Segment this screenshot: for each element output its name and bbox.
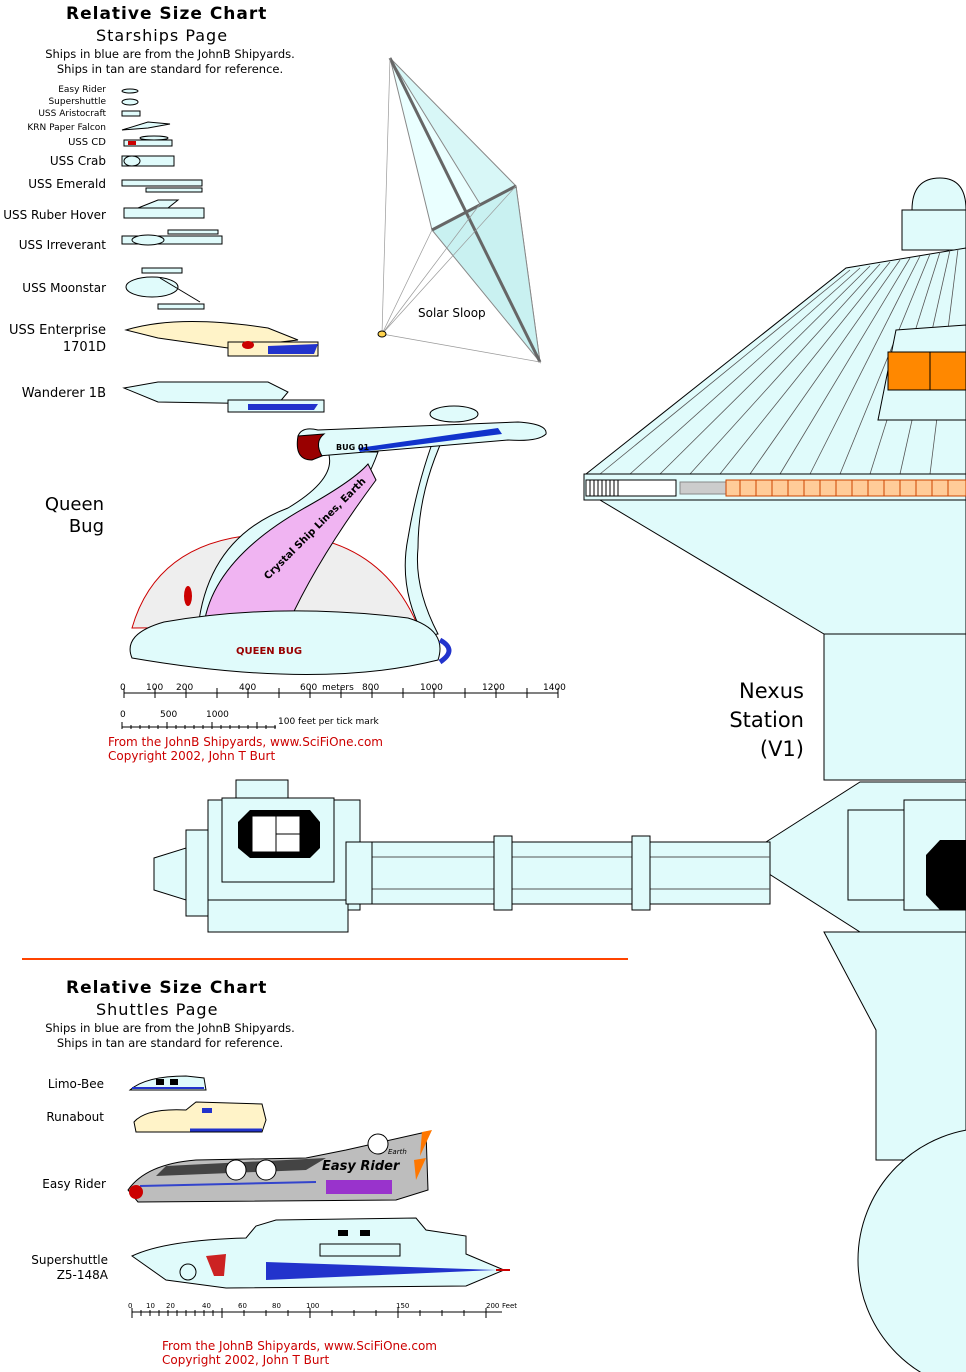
shuttle-silhouettes: Easy Rider Earth bbox=[127, 1075, 510, 1289]
supershuttle-ship bbox=[121, 98, 139, 106]
meter-tick: 200 bbox=[176, 683, 194, 693]
uss-emerald-ship bbox=[121, 179, 203, 187]
starships-subtitle: Starships Page bbox=[96, 26, 229, 45]
feet-note: 100 feet per tick mark bbox=[278, 717, 379, 727]
feet-tick: 0 bbox=[120, 710, 126, 720]
ship-label: USS Moonstar bbox=[22, 281, 106, 295]
nexus-label-line3: (V1) bbox=[759, 737, 804, 761]
queen-bug-label: Queen Bug bbox=[30, 494, 104, 538]
meters-unit: meters bbox=[322, 683, 354, 693]
shuttle-tick: 100 bbox=[306, 1302, 320, 1310]
solar-sloop-drawing bbox=[377, 57, 542, 364]
shuttle-tick: 40 bbox=[202, 1302, 211, 1310]
starships-credit-2: Copyright 2002, John T Burt bbox=[108, 749, 276, 763]
runabout-ship bbox=[133, 1101, 267, 1133]
ship-label: 1701D bbox=[62, 340, 106, 355]
starships-credit-1: From the JohnB Shipyards, www.SciFiOne.c… bbox=[108, 735, 383, 749]
section-divider bbox=[22, 958, 628, 960]
starships-note-tan: Ships in tan are standard for reference. bbox=[56, 62, 284, 76]
shuttles-title: Relative Size Chart bbox=[66, 978, 268, 998]
starship-silhouettes bbox=[121, 88, 325, 413]
shuttle-tick: 0 bbox=[128, 1302, 133, 1310]
shuttles-credit-1: From the JohnB Shipyards, www.SciFiOne.c… bbox=[162, 1339, 437, 1353]
shuttles-credit-2: Copyright 2002, John T Burt bbox=[162, 1353, 330, 1367]
meter-tick: 1000 bbox=[420, 683, 443, 693]
feet-tick: 500 bbox=[160, 710, 178, 720]
shuttle-feet-unit: Feet bbox=[502, 1302, 518, 1310]
earth-text: Earth bbox=[388, 1148, 407, 1156]
meters-scale bbox=[123, 688, 559, 698]
aristocraft-ship bbox=[121, 110, 141, 117]
nexus-station-label: Nexus Station (V1) bbox=[700, 677, 804, 764]
paper-falcon-ship bbox=[121, 121, 171, 131]
limo-bee-ship bbox=[128, 1075, 207, 1091]
shuttle-label: Easy Rider bbox=[42, 1177, 106, 1191]
shuttle-scale bbox=[131, 1308, 502, 1318]
meter-tick: 800 bbox=[362, 683, 380, 693]
ship-label: USS Irreverant bbox=[18, 238, 106, 252]
ship-label: KRN Paper Falcon bbox=[27, 123, 106, 133]
meter-tick: 1200 bbox=[482, 683, 505, 693]
ship-label: Supershuttle bbox=[48, 97, 106, 107]
meter-tick: 1400 bbox=[543, 683, 566, 693]
ship-label: Wanderer 1B bbox=[21, 386, 106, 401]
easy-rider-logo: Easy Rider bbox=[322, 1159, 401, 1174]
shuttles-subtitle: Shuttles Page bbox=[96, 1000, 219, 1019]
shuttle-tick: 20 bbox=[166, 1302, 175, 1310]
shuttle-tick: 150 bbox=[396, 1302, 410, 1310]
ship-label: USS CD bbox=[68, 137, 106, 148]
shuttle-label: Supershuttle bbox=[31, 1253, 108, 1267]
meter-tick: 0 bbox=[120, 683, 126, 693]
shuttle-tick: 80 bbox=[272, 1302, 281, 1310]
queen-bug-label-line1: Queen bbox=[44, 494, 104, 515]
meter-tick: 600 bbox=[300, 683, 318, 693]
ship-label: USS Ruber Hover bbox=[3, 208, 106, 222]
nexus-label-line1: Nexus bbox=[739, 679, 804, 703]
ship-label: Easy Rider bbox=[58, 85, 106, 95]
bug-tag: BUG 01 bbox=[336, 443, 370, 452]
shuttle-tick: 60 bbox=[238, 1302, 247, 1310]
meter-tick: 100 bbox=[146, 683, 164, 693]
uss-moonstar-ship bbox=[125, 276, 179, 298]
uss-ruber-hover-ship bbox=[123, 207, 205, 219]
shuttle-label: Runabout bbox=[46, 1110, 104, 1124]
starships-title: Relative Size Chart bbox=[66, 4, 268, 24]
queen-bug-drawing: Crystal Ship Lines, Earth QUEEN BUG BUG … bbox=[129, 405, 547, 675]
feet-scale bbox=[121, 722, 276, 729]
nexus-label-line2: Station bbox=[729, 708, 804, 732]
ship-label: USS Enterprise bbox=[8, 323, 106, 338]
queen-bug-name: QUEEN BUG bbox=[236, 646, 302, 657]
shuttles-note-tan: Ships in tan are standard for reference. bbox=[56, 1036, 284, 1050]
ship-label: USS Crab bbox=[49, 154, 106, 168]
shuttle-tick: 200 bbox=[486, 1302, 500, 1310]
shuttle-label: Limo-Bee bbox=[47, 1077, 104, 1091]
solar-sloop-label: Solar Sloop bbox=[418, 306, 486, 320]
ship-label: USS Aristocraft bbox=[38, 109, 106, 119]
uss-irreverant-ship bbox=[121, 235, 223, 245]
starships-note-blue: Ships in blue are from the JohnB Shipyar… bbox=[45, 47, 295, 61]
meter-tick: 400 bbox=[239, 683, 257, 693]
ship-label: USS Emerald bbox=[28, 177, 106, 191]
shuttle-tick: 10 bbox=[146, 1302, 155, 1310]
feet-tick: 1000 bbox=[206, 710, 229, 720]
shuttles-note-blue: Ships in blue are from the JohnB Shipyar… bbox=[45, 1021, 295, 1035]
enterprise-1701d-ship bbox=[124, 320, 299, 349]
shuttle-label: Z5-148A bbox=[56, 1268, 108, 1282]
wanderer-1b-ship bbox=[122, 381, 289, 405]
easy-rider-ship bbox=[121, 88, 139, 94]
queen-bug-label-line2: Bug bbox=[68, 516, 104, 537]
uss-crab-ship bbox=[121, 155, 175, 167]
